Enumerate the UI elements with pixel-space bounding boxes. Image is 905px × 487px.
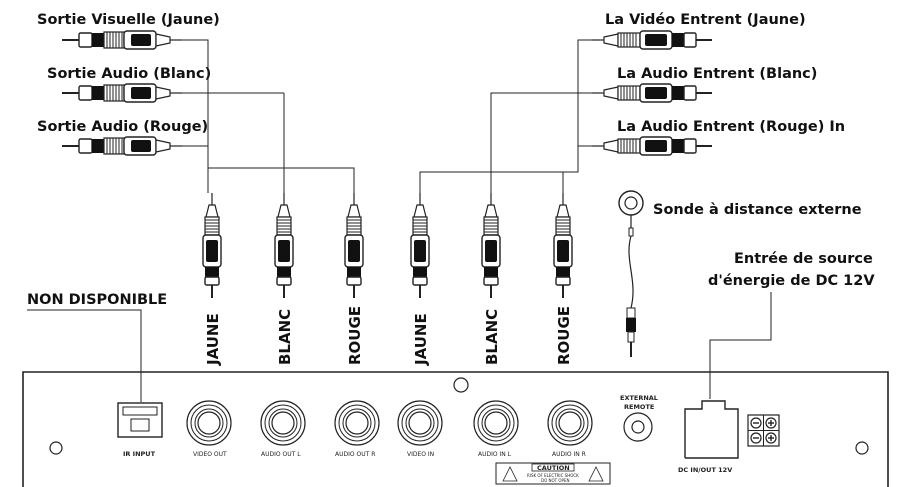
plug-label-1: JAUNE: [204, 313, 222, 366]
plug-vertical-2: [274, 192, 294, 299]
label-not-available: NON DISPONIBLE: [27, 292, 167, 308]
plug-vertical-6: [553, 192, 573, 299]
jack-audio-in-l: [473, 400, 519, 446]
plug-label-4: JAUNE: [412, 313, 430, 366]
jack-video-out: [186, 400, 232, 446]
jack-video-in: [397, 400, 443, 446]
label-output-audio-red: Sortie Audio (Rouge): [37, 119, 208, 135]
caution-title: CAUTION: [537, 464, 570, 472]
label-power-line2: d'énergie de DC 12V: [708, 273, 875, 289]
plug-input-audio-white: [591, 83, 713, 103]
plug-input-audio-red: [591, 136, 713, 156]
label-audio-out-r: AUDIO OUT R: [335, 451, 375, 458]
label-audio-in-r: AUDIO IN R: [552, 451, 586, 458]
label-video-in: VIDEO IN: [407, 451, 434, 458]
plug-vertical-4: [410, 192, 430, 299]
caution-line-1: RISK OF ELECTRIC SHOCK: [527, 473, 579, 478]
screw-hole-left: [49, 441, 63, 455]
caution-line-2: DO NOT OPEN: [541, 478, 569, 483]
label-output-video: Sortie Visuelle (Jaune): [37, 12, 220, 28]
label-input-video: La Vidéo Entrent (Jaune): [605, 12, 806, 28]
plug-label-3: ROUGE: [346, 306, 364, 365]
plug-output-video: [61, 30, 183, 50]
plug-label-5: BLANC: [483, 309, 501, 365]
plug-label-2: BLANC: [276, 309, 294, 365]
external-remote-jack: [623, 412, 653, 442]
screw-hole-right: [855, 441, 869, 455]
plug-output-audio-white: [61, 83, 183, 103]
plug-label-6: ROUGE: [555, 306, 573, 365]
label-audio-out-l: AUDIO OUT L: [261, 451, 301, 458]
screw-hole-top: [453, 377, 469, 393]
output-wiring: [182, 39, 355, 193]
label-input-audio-red: La Audio Entrent (Rouge) In: [617, 119, 845, 135]
not-available-leader-line: [27, 309, 142, 402]
label-video-out: VIDEO OUT: [193, 451, 227, 458]
jack-audio-in-r: [547, 400, 593, 446]
dc-port: [684, 400, 739, 459]
label-power-line1: Entrée de source: [734, 251, 873, 267]
device-rear-panel: IR INPUT VIDEO OUT AUDIO OUT L AUDIO OUT…: [22, 371, 889, 487]
remote-probe-sensor: [618, 190, 644, 357]
label-ir-input: IR INPUT: [123, 450, 156, 458]
plug-vertical-3: [344, 192, 364, 299]
label-remote-probe: Sonde à distance externe: [653, 202, 862, 218]
plug-input-video: [591, 30, 713, 50]
label-dc-in-out: DC IN/OUT 12V: [678, 466, 732, 474]
label-external-2: REMOTE: [624, 403, 654, 411]
plug-output-audio-red: [61, 136, 183, 156]
polarity-symbols: [747, 414, 780, 447]
label-audio-in-l: AUDIO IN L: [478, 451, 512, 458]
label-output-audio-white: Sortie Audio (Blanc): [47, 66, 211, 82]
label-input-audio-white: La Audio Entrent (Blanc): [617, 66, 817, 82]
input-wiring: [419, 39, 592, 193]
plug-vertical-5: [481, 192, 501, 299]
label-external-1: EXTERNAL: [620, 394, 658, 402]
caution-label: CAUTION RISK OF ELECTRIC SHOCK DO NOT OP…: [495, 462, 611, 485]
ir-input-port: [117, 402, 163, 438]
jack-audio-out-l: [260, 400, 306, 446]
power-leader-line: [709, 292, 772, 399]
jack-audio-out-r: [334, 400, 380, 446]
plug-vertical-1: [202, 192, 222, 299]
